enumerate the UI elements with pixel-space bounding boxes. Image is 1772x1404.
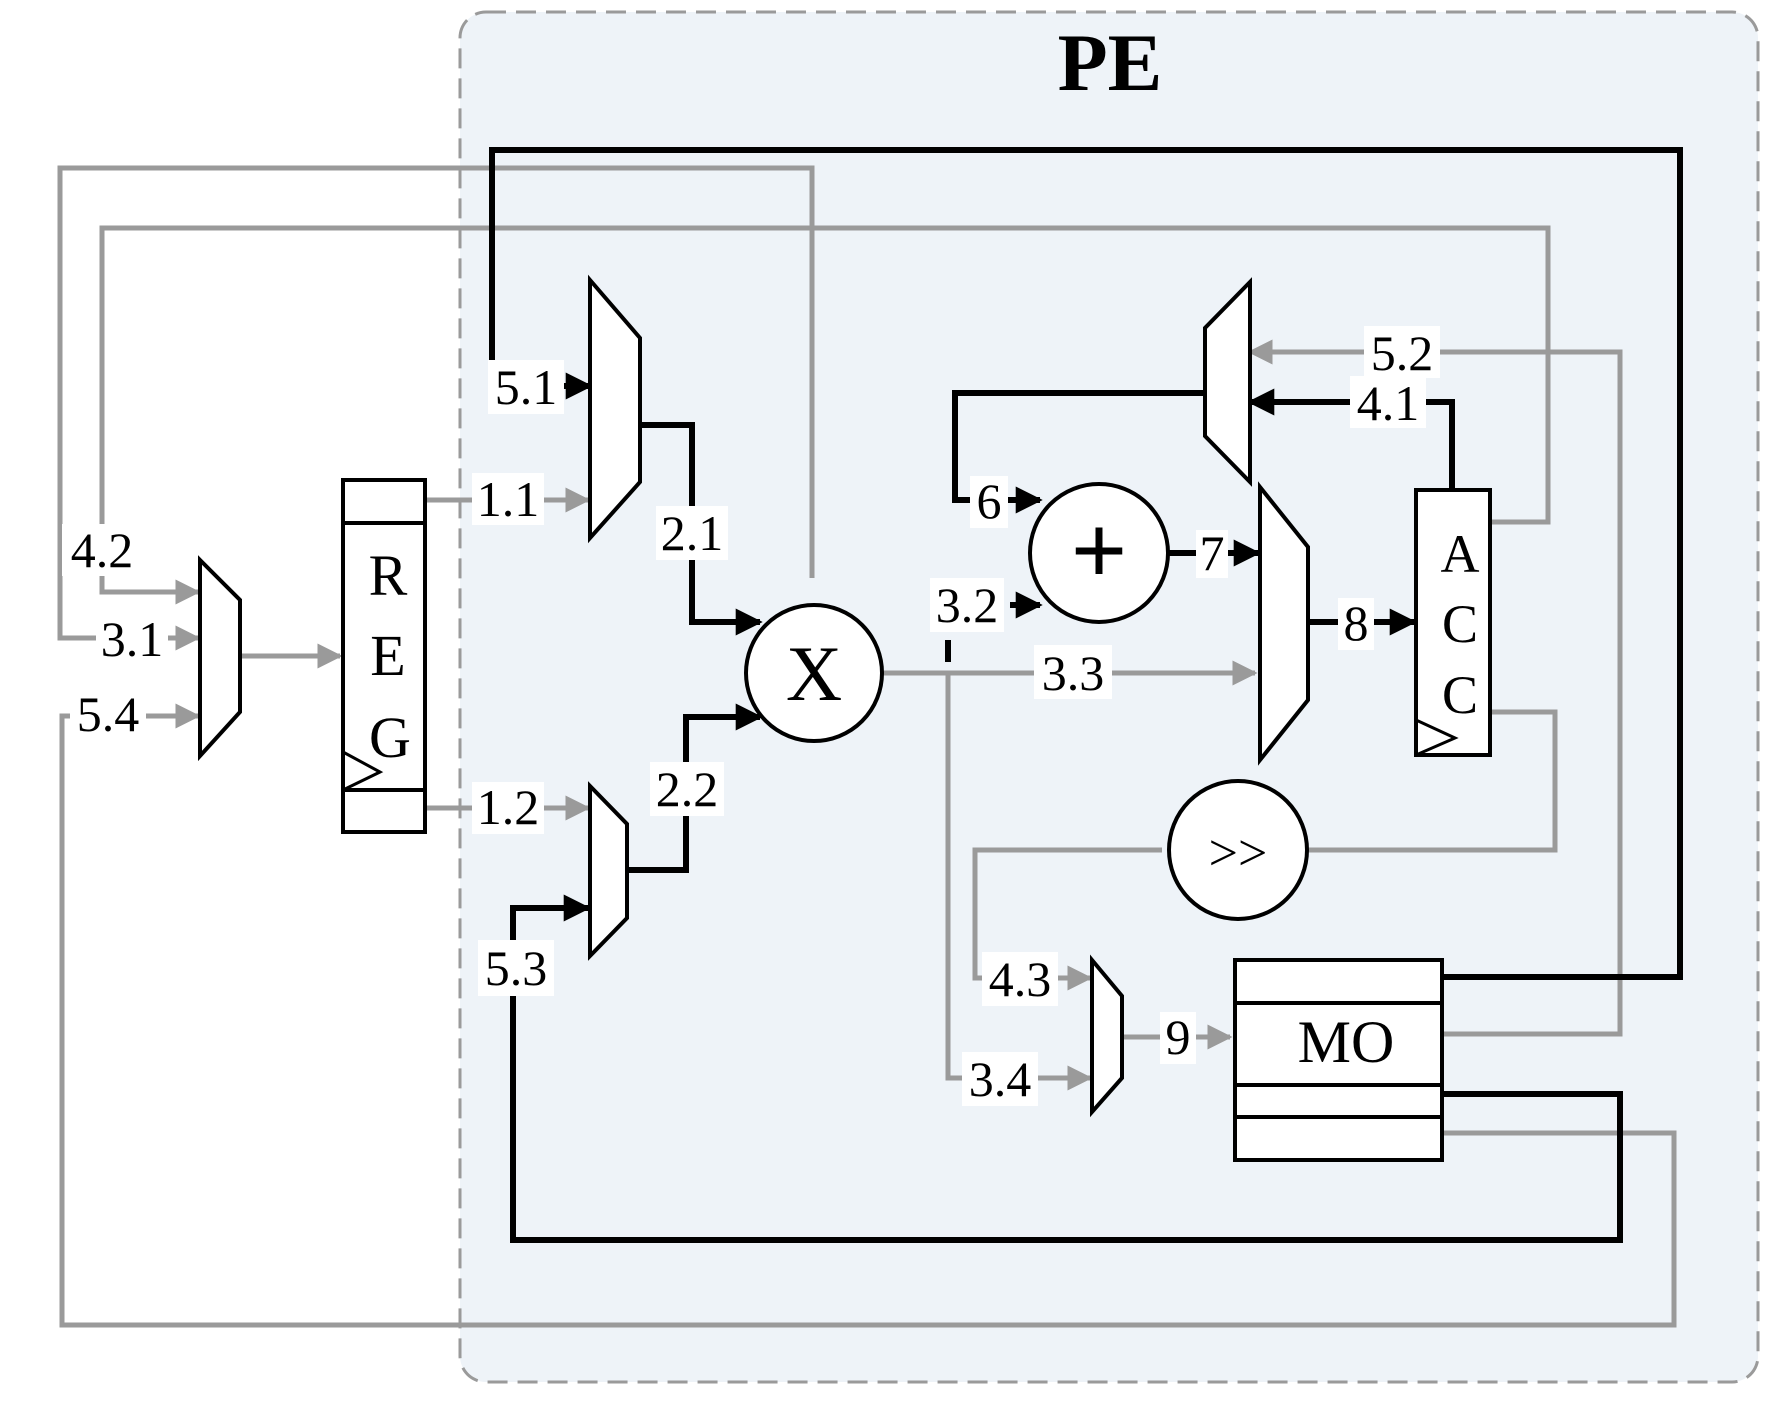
- svg-text:8: 8: [1344, 595, 1369, 651]
- wire-4-2: [99, 225, 1551, 605]
- label-1-2: 1.2: [472, 779, 544, 835]
- wire-5-3: [510, 894, 1623, 1243]
- operand-mux-top: [588, 274, 642, 544]
- label-5-3: 5.3: [478, 940, 554, 996]
- acc-block: A C C: [1414, 488, 1492, 757]
- label-3-3: 3.3: [1034, 645, 1112, 701]
- acc-letter-a: A: [1441, 524, 1480, 584]
- acc-letter-c1: C: [1442, 594, 1478, 654]
- svg-text:1.2: 1.2: [477, 779, 540, 835]
- label-2-2: 2.2: [650, 761, 724, 817]
- label-4-3: 4.3: [982, 951, 1058, 1007]
- shifter: >>: [1167, 779, 1309, 921]
- label-8: 8: [1338, 595, 1374, 651]
- label-2-1: 2.1: [656, 505, 728, 561]
- reg-letter-e: E: [370, 623, 405, 688]
- svg-text:5.2: 5.2: [1371, 325, 1434, 381]
- svg-text:3.4: 3.4: [969, 1051, 1032, 1107]
- svg-text:5.1: 5.1: [495, 359, 558, 415]
- reg-letter-r: R: [369, 543, 408, 608]
- svg-text:3.2: 3.2: [936, 577, 999, 633]
- label-6: 6: [970, 473, 1008, 529]
- svg-text:4.2: 4.2: [71, 522, 134, 578]
- svg-text:3.1: 3.1: [101, 611, 164, 667]
- svg-text:1.1: 1.1: [477, 471, 540, 527]
- svg-text:4.3: 4.3: [989, 951, 1052, 1007]
- acc-input-mux: [1258, 481, 1310, 766]
- label-3-1: 3.1: [96, 611, 168, 667]
- input-mux: [198, 555, 242, 762]
- svg-text:4.1: 4.1: [1357, 375, 1420, 431]
- svg-text:7: 7: [1200, 525, 1225, 581]
- label-5-1: 5.1: [488, 359, 564, 415]
- adder: +: [1028, 482, 1170, 624]
- label-5-2: 5.2: [1364, 325, 1440, 381]
- acc-letter-c2: C: [1442, 665, 1478, 725]
- mo-block: MO: [1233, 958, 1444, 1162]
- svg-text:2.1: 2.1: [661, 505, 724, 561]
- label-5-4: 5.4: [70, 686, 146, 742]
- svg-text:3.3: 3.3: [1042, 645, 1105, 701]
- svg-text:5.3: 5.3: [485, 940, 548, 996]
- label-7: 7: [1196, 525, 1228, 581]
- acc-feedback-mux: [1203, 277, 1252, 487]
- reg-letter-g: G: [369, 705, 411, 770]
- svg-text:5.4: 5.4: [77, 686, 140, 742]
- label-3-4: 3.4: [962, 1051, 1038, 1107]
- wire-3-4: [945, 673, 1093, 1091]
- output-mux: [1090, 954, 1124, 1118]
- pe-title: PE: [1058, 17, 1163, 108]
- label-1-1: 1.1: [472, 471, 544, 527]
- reg-block: R E G: [341, 478, 427, 834]
- multiplier-symbol: X: [786, 630, 842, 717]
- shifter-symbol: >>: [1209, 825, 1268, 882]
- wire-labels: 1.1 1.2 2.1 2.2 3.1 3.2 3.3 3.4 4.1 4.2 …: [62, 325, 1440, 1107]
- mo-label: MO: [1298, 1009, 1395, 1075]
- wire-4-1: [1247, 388, 1455, 490]
- svg-text:6: 6: [977, 473, 1002, 529]
- label-9: 9: [1160, 1009, 1196, 1065]
- adder-symbol: +: [1071, 495, 1128, 606]
- svg-text:9: 9: [1166, 1009, 1191, 1065]
- svg-text:2.2: 2.2: [656, 761, 719, 817]
- multiplier: X: [744, 603, 884, 743]
- label-3-2: 3.2: [930, 577, 1004, 633]
- wire-shift-in: [1303, 709, 1558, 853]
- operand-mux-bottom: [588, 781, 629, 961]
- label-4-2: 4.2: [62, 522, 138, 578]
- label-4-1: 4.1: [1350, 375, 1426, 431]
